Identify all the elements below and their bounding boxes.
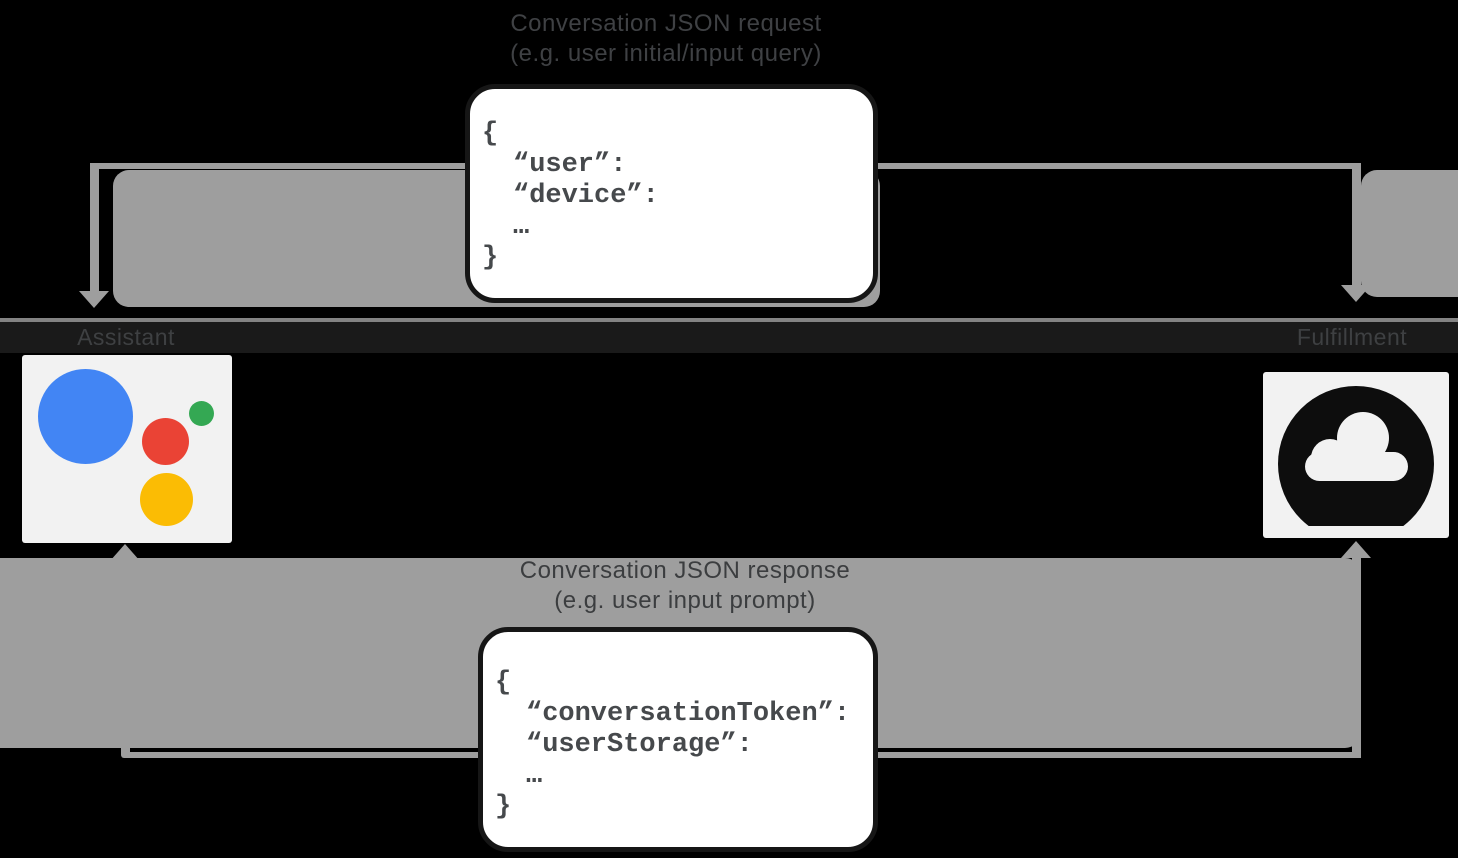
code-line: { [495, 668, 512, 698]
code-line: “user”: [513, 150, 627, 180]
request-title-line1: Conversation JSON request [510, 10, 822, 37]
cloud-body [1305, 452, 1408, 481]
request-arrowhead-right-icon [1341, 285, 1371, 302]
request-arrowhead-left-icon [79, 291, 109, 308]
response-arrowhead-left-icon [110, 544, 140, 561]
request-arrow-line-left [90, 163, 99, 293]
response-title-line2: (e.g. user input prompt) [554, 587, 816, 614]
assistant-yellow-circle [140, 473, 193, 526]
response-json-card: { “conversationToken”: “userStorage”: … … [478, 627, 878, 852]
assistant-blue-circle [38, 369, 133, 464]
code-line: “userStorage”: [526, 730, 753, 760]
response-title: Conversation JSON response (e.g. user in… [405, 556, 965, 616]
code-line: “conversationToken”: [526, 699, 851, 729]
cloud-icon [1278, 386, 1434, 526]
code-line: { [482, 119, 499, 149]
request-title-line2: (e.g. user initial/input query) [510, 40, 822, 67]
response-arrowhead-right-icon [1341, 541, 1371, 558]
response-title-line1: Conversation JSON response [519, 557, 851, 584]
assistant-node [22, 355, 232, 543]
label-band [0, 322, 1458, 353]
code-line: } [495, 792, 512, 822]
response-arrow-line-right [1352, 556, 1361, 758]
code-line: … [513, 212, 530, 242]
assistant-label: Assistant [77, 324, 175, 350]
assistant-green-circle [189, 401, 214, 426]
fulfillment-label: Fulfillment [1296, 324, 1408, 350]
assistant-red-circle [142, 418, 189, 465]
request-json-card: { “user”: “device”: … } [465, 84, 878, 303]
request-flow-panel-right [1361, 170, 1458, 297]
request-arrow-line-right [1352, 163, 1361, 287]
response-arrow-line-left [121, 559, 130, 755]
code-line: … [526, 761, 543, 791]
request-title: Conversation JSON request (e.g. user ini… [386, 9, 946, 69]
code-line: } [482, 243, 499, 273]
code-line: “device”: [513, 181, 659, 211]
google-assistant-icon [22, 355, 232, 543]
fulfillment-node [1263, 372, 1449, 538]
label-band-divider [0, 318, 1458, 322]
